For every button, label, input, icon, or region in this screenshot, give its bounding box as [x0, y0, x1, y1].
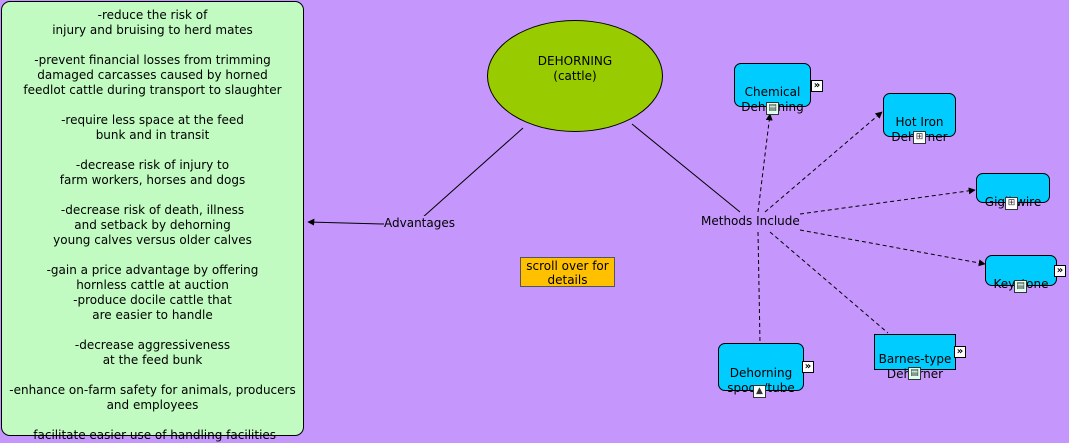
node-dehorning-spoon-tube[interactable]: Dehorning spoon/tube	[718, 343, 804, 395]
main-concept-label: DEHORNING (cattle)	[537, 54, 613, 83]
link-advantages-to-box	[307, 218, 385, 226]
advantage-item: -decrease aggressiveness at the feed bun…	[74, 338, 231, 367]
expand-chevron-icon[interactable]: »	[802, 361, 814, 373]
link-methods-to-keystone	[799, 229, 986, 267]
image-icon[interactable]: ▲	[753, 385, 766, 398]
expand-chevron-icon[interactable]: »	[1054, 265, 1066, 277]
advantage-item: -decrease risk of death, illness and set…	[53, 203, 252, 247]
expand-chevron-icon[interactable]: »	[811, 80, 823, 92]
link-main-to-methods	[631, 123, 741, 213]
link-methods-to-spoon	[757, 231, 761, 344]
advantage-item: -gain a price advantage by offering horn…	[46, 263, 259, 322]
advantage-item: -prevent financial losses from trimming …	[23, 53, 282, 97]
advantage-item: -require less space at the feed bunk and…	[61, 113, 244, 142]
video-icon[interactable]: ▤	[908, 367, 921, 380]
video-icon[interactable]: ▤	[766, 102, 779, 115]
node-chemical-dehorning[interactable]: Chemical Dehorning	[734, 63, 811, 114]
scroll-note: scroll over for details	[520, 257, 615, 287]
link-main-to-advantages	[421, 127, 524, 219]
link-label-methods: Methods Include	[701, 214, 800, 229]
link-methods-to-barnes	[769, 231, 889, 334]
video-icon[interactable]: ▤	[1014, 280, 1027, 293]
advantage-item: -enhance on-farm safety for animals, pro…	[9, 383, 296, 412]
link-methods-to-gigli	[799, 187, 976, 215]
expand-chevron-icon[interactable]: »	[954, 346, 966, 358]
advantage-item: -reduce the risk of injury and bruising …	[52, 8, 253, 37]
advantage-item: -facilitate easier use of handling facil…	[28, 428, 277, 442]
advantage-item: -decrease risk of injury to farm workers…	[59, 158, 246, 187]
main-concept-node[interactable]: DEHORNING (cattle)	[487, 20, 663, 132]
node-barnes-type-dehorner[interactable]: Barnes-type Dehorner	[874, 334, 956, 381]
advantages-box: -reduce the risk of injury and bruising …	[1, 1, 304, 442]
link-label-advantages: Advantages	[384, 216, 455, 231]
sub-map-icon[interactable]: ⊞	[1005, 197, 1018, 210]
sub-map-icon[interactable]: ⊞	[913, 131, 926, 144]
link-methods-to-chemical	[757, 113, 773, 213]
link-methods-to-hot-iron	[764, 111, 883, 213]
